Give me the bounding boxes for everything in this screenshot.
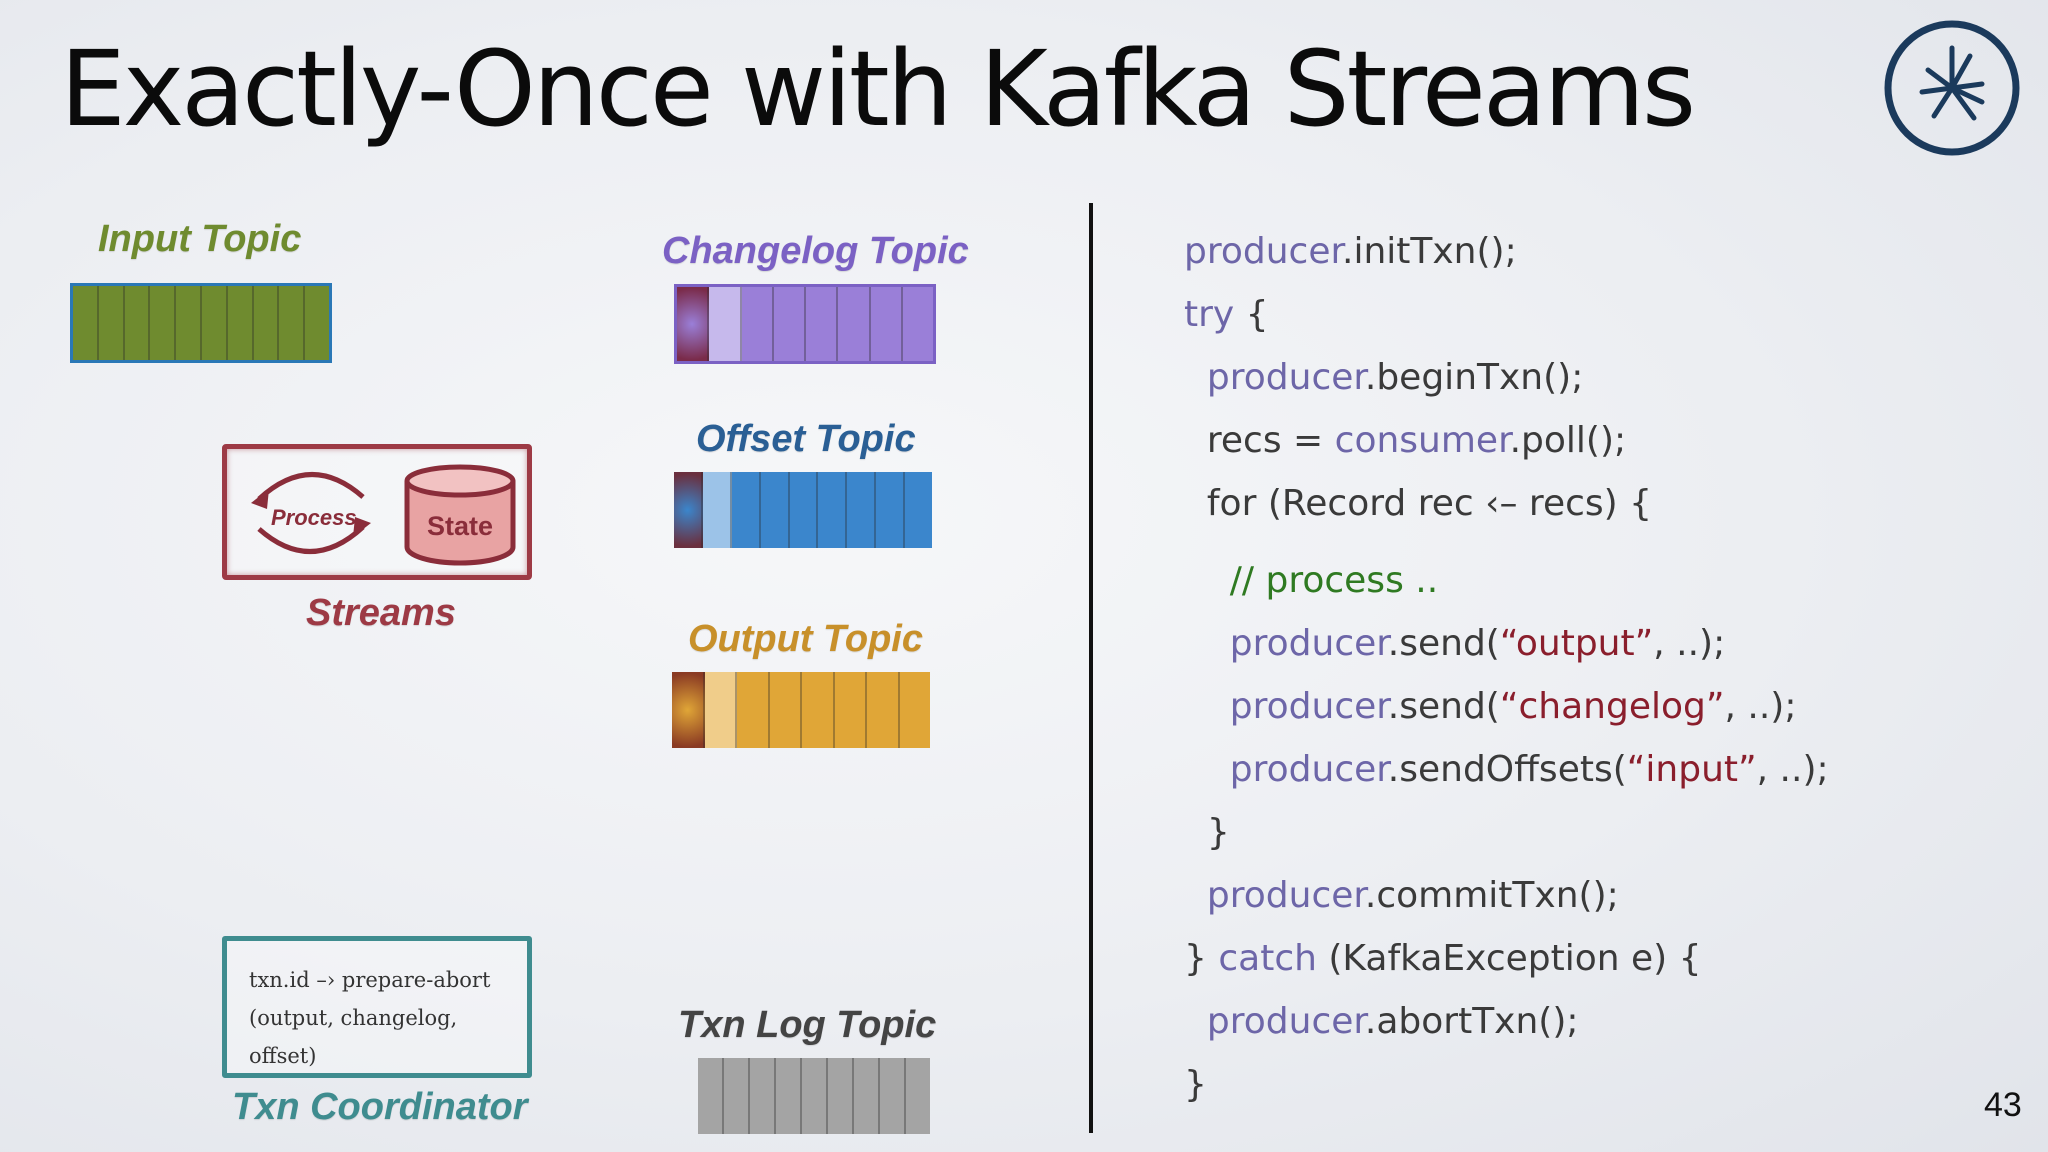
code-line: for (Record rec ‹– recs) {	[1184, 483, 1653, 524]
topic-partition-segment	[905, 472, 933, 548]
topic-partition-segment	[880, 1058, 906, 1134]
topic-partition-segment	[750, 1058, 776, 1134]
code-line: producer.sendOffsets(“input”, ..);	[1229, 749, 1829, 790]
changelog-topic-log	[674, 284, 936, 364]
topic-partition-segment	[802, 672, 835, 748]
topic-partition-segment	[176, 286, 202, 360]
topic-partition-segment	[737, 672, 770, 748]
code-line: producer.abortTxn();	[1206, 1001, 1579, 1042]
coordinator-status-line: txn.id –› prepare-abort	[249, 968, 491, 992]
topic-partition-segment	[760, 472, 790, 548]
topic-partition-segment	[867, 672, 900, 748]
topic-partition-segment	[906, 1058, 930, 1134]
txn-coordinator-box: txn.id –› prepare-abort (output, changel…	[222, 936, 532, 1078]
streams-label: Streams	[306, 592, 456, 634]
txn-coordinator-label: Txn Coordinator	[232, 1086, 528, 1128]
topic-partition-segment	[98, 286, 125, 360]
topic-partition-segment	[201, 286, 228, 360]
code-line: }	[1184, 812, 1230, 853]
state-label: State	[426, 511, 494, 541]
output-topic-log	[672, 672, 930, 748]
topic-partition-segment	[672, 672, 705, 748]
topic-partition-segment	[227, 286, 254, 360]
topic-partition-segment	[124, 286, 151, 360]
input-topic-log	[70, 283, 332, 363]
topic-partition-segment	[902, 287, 933, 361]
input-topic-label: Input Topic	[98, 218, 302, 260]
topic-partition-segment	[741, 287, 774, 361]
process-label: Process	[271, 505, 357, 530]
output-topic-label: Output Topic	[688, 618, 923, 660]
topic-partition-segment	[698, 1058, 724, 1134]
process-cycle-icon	[251, 472, 371, 554]
starburst-circle-logo-icon	[1882, 18, 2022, 158]
topic-partition-segment	[806, 287, 839, 361]
code-line: try {	[1184, 294, 1269, 335]
code-line: producer.send(“changelog”, ..);	[1229, 686, 1797, 727]
topic-partition-segment	[838, 287, 871, 361]
topic-partition-segment	[674, 472, 703, 548]
topic-partition-segment	[876, 472, 906, 548]
code-line: producer.commitTxn();	[1206, 875, 1619, 916]
topic-partition-segment	[899, 672, 930, 748]
slide-title: Exactly-Once with Kafka Streams	[60, 28, 1696, 150]
vertical-divider	[1089, 203, 1093, 1133]
topic-partition-segment	[279, 286, 306, 360]
topic-partition-segment	[73, 286, 99, 360]
topic-partition-segment	[677, 287, 710, 361]
code-line: producer.send(“output”, ..);	[1229, 623, 1726, 664]
topic-partition-segment	[776, 1058, 802, 1134]
changelog-topic-label: Changelog Topic	[662, 230, 969, 272]
topic-partition-segment	[253, 286, 280, 360]
txn-log-topic-label: Txn Log Topic	[678, 1004, 937, 1046]
page-number: 43	[1984, 1086, 2022, 1124]
state-store-icon	[404, 464, 516, 566]
topic-partition-segment	[818, 472, 848, 548]
coordinator-partitions-line: (output, changelog, offset)	[249, 1006, 458, 1068]
topic-partition-segment	[150, 286, 177, 360]
code-line: recs = consumer.poll();	[1184, 420, 1627, 461]
code-line: producer.beginTxn();	[1206, 357, 1584, 398]
topic-partition-segment	[702, 472, 732, 548]
topic-partition-segment	[834, 672, 867, 748]
topic-partition-segment	[870, 287, 903, 361]
streams-app-box: Process State	[222, 444, 532, 580]
offset-topic-log	[674, 472, 933, 548]
topic-partition-segment	[802, 1058, 828, 1134]
topic-partition-segment	[773, 287, 806, 361]
topic-partition-segment	[724, 1058, 750, 1134]
code-line: } catch (KafkaException e) {	[1184, 938, 1702, 979]
code-line: producer.initTxn();	[1184, 231, 1517, 272]
topic-partition-segment	[709, 287, 742, 361]
topic-partition-segment	[854, 1058, 880, 1134]
topic-partition-segment	[769, 672, 802, 748]
txn-log-topic-log	[698, 1058, 930, 1134]
topic-partition-segment	[789, 472, 819, 548]
topic-partition-segment	[731, 472, 761, 548]
code-line: // process ..	[1229, 560, 1439, 601]
offset-topic-label: Offset Topic	[696, 418, 916, 460]
code-line: }	[1184, 1064, 1207, 1105]
topic-partition-segment	[828, 1058, 854, 1134]
topic-partition-segment	[305, 286, 329, 360]
topic-partition-segment	[847, 472, 877, 548]
topic-partition-segment	[704, 672, 737, 748]
